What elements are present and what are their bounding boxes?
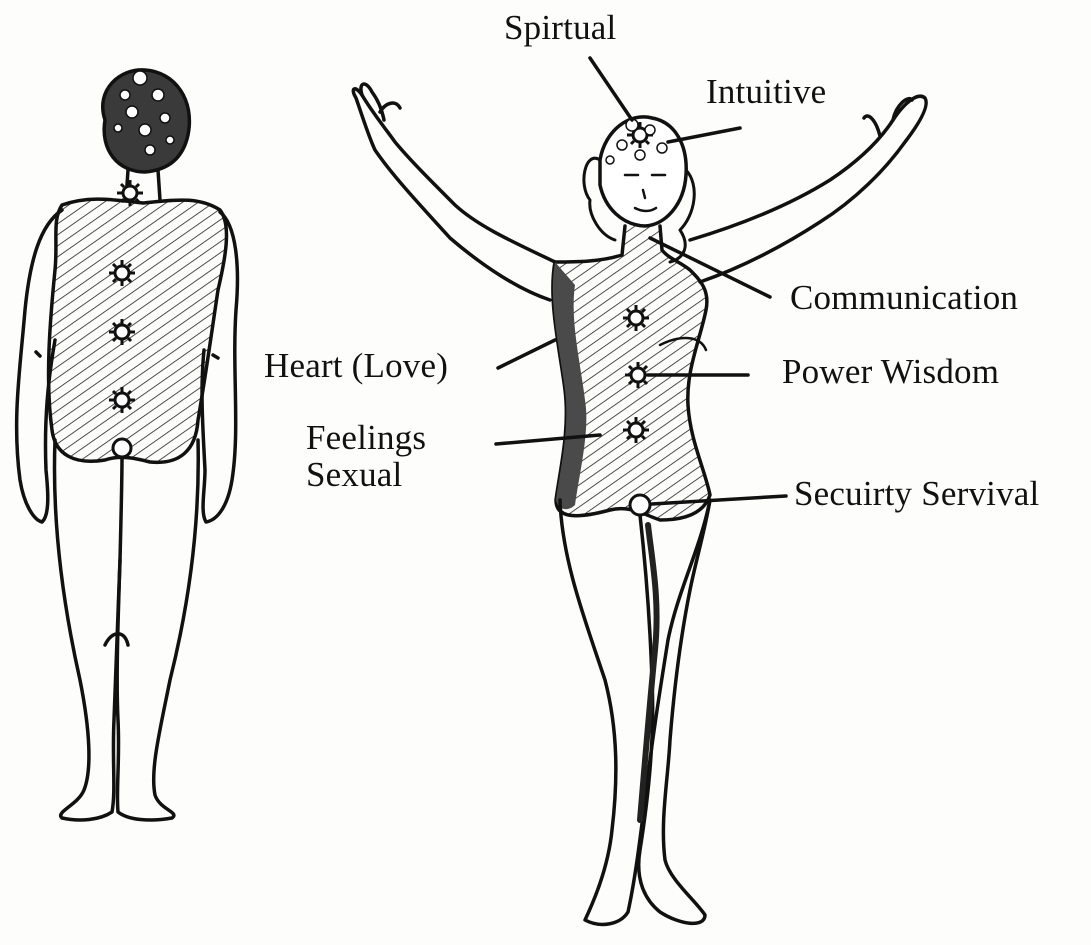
label-communication: Communication: [790, 280, 1018, 317]
label-spiritual: Spirtual: [504, 10, 616, 47]
front-figure-right-arm: [690, 96, 926, 282]
back-figure-legs: [54, 440, 122, 820]
spiritual-leader: [590, 58, 632, 120]
label-heart: Heart (Love): [264, 348, 448, 385]
label-feelings: Feelings: [306, 420, 426, 457]
label-intuitive: Intuitive: [706, 74, 826, 111]
heart-leader: [498, 340, 555, 368]
label-power-wisdom: Power Wisdom: [782, 354, 999, 391]
label-security-survival: Secuirty Servival: [794, 476, 1039, 513]
back-figure-head: [103, 70, 190, 172]
back-figure-torso: [49, 199, 227, 462]
front-figure-legs: [560, 500, 710, 924]
label-sexual: Sexual: [306, 457, 426, 494]
label-feelings-sexual: Feelings Sexual: [306, 420, 426, 494]
